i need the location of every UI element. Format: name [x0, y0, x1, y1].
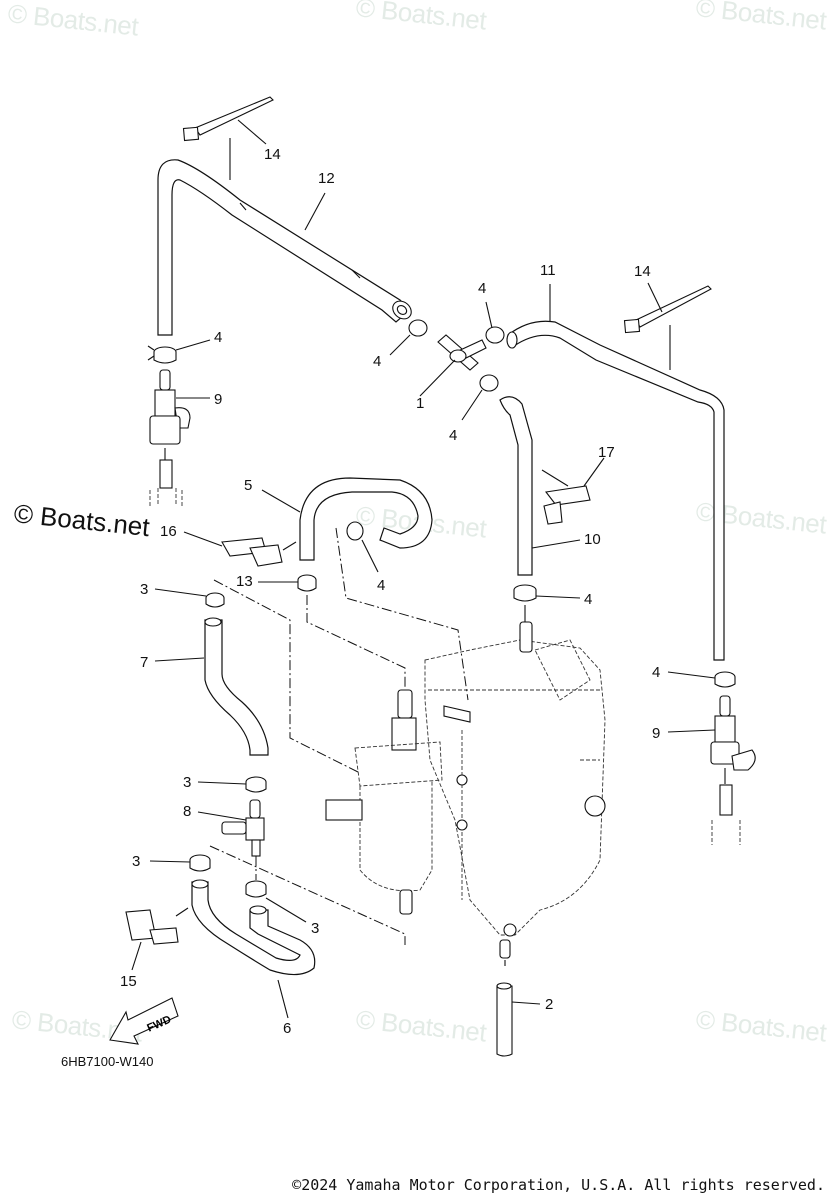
callout-3-a[interactable]: 3	[140, 581, 149, 598]
clip-17[interactable]	[541, 457, 605, 525]
callout-3-c[interactable]: 3	[132, 853, 141, 870]
clip-15[interactable]	[125, 907, 189, 971]
hose-11[interactable]	[506, 284, 725, 661]
clamp-4-d[interactable]	[513, 584, 581, 622]
callout-10[interactable]: 10	[584, 531, 601, 548]
joint-9-left[interactable]	[149, 369, 210, 506]
callout-4-c[interactable]: 4	[449, 427, 458, 444]
callout-13[interactable]: 13	[236, 573, 253, 590]
callout-4-a[interactable]: 4	[373, 353, 382, 370]
pipe-2[interactable]	[496, 982, 541, 1057]
clip-16[interactable]	[183, 531, 297, 567]
leader-line-5	[335, 527, 469, 701]
callout-4-f[interactable]: 4	[377, 577, 386, 594]
callout-4-d[interactable]: 4	[584, 591, 593, 608]
cable-tie-14-right[interactable]	[623, 282, 712, 370]
clamp-4-f[interactable]	[346, 521, 379, 573]
fuel-filter-assembly[interactable]	[325, 621, 606, 966]
callout-4-e[interactable]: 4	[652, 664, 661, 681]
joint-8[interactable]	[197, 799, 265, 880]
joint-1[interactable]	[419, 334, 487, 397]
clamp-4-a[interactable]	[389, 319, 428, 356]
callout-1[interactable]: 1	[416, 395, 425, 412]
copyright-notice: ©2024 Yamaha Motor Corporation, U.S.A. A…	[292, 1176, 825, 1194]
callout-5[interactable]: 5	[244, 477, 253, 494]
leader-line-3-top	[213, 579, 359, 773]
hose-12[interactable]	[157, 159, 415, 336]
callout-7[interactable]: 7	[140, 654, 149, 671]
callout-14-right[interactable]: 14	[634, 263, 651, 280]
callout-4-left[interactable]: 4	[214, 329, 223, 346]
callout-17[interactable]: 17	[598, 444, 615, 461]
callout-9-left[interactable]: 9	[214, 391, 223, 408]
callout-12[interactable]: 12	[318, 170, 335, 187]
leader-line-3-bottom	[209, 845, 406, 945]
callout-4-b[interactable]: 4	[478, 280, 487, 297]
hose-6[interactable]	[191, 879, 316, 1019]
clamp-4-b[interactable]	[485, 301, 505, 344]
hose-5[interactable]	[261, 477, 433, 561]
clamp-3-d[interactable]	[245, 880, 307, 923]
clamp-4-left[interactable]	[147, 339, 211, 364]
callout-9-right[interactable]: 9	[652, 725, 661, 742]
hose-10[interactable]	[499, 396, 581, 576]
fwd-arrow-icon: FWD	[109, 997, 179, 1045]
clamp-3-b[interactable]	[197, 776, 267, 793]
callout-15[interactable]: 15	[120, 973, 137, 990]
diagram-code: 6HB7100-W140	[61, 1054, 154, 1069]
callout-3-d[interactable]: 3	[311, 920, 320, 937]
callout-6[interactable]: 6	[283, 1020, 292, 1037]
cable-tie-14-left[interactable]	[182, 96, 274, 180]
callout-14-left[interactable]: 14	[264, 146, 281, 163]
callout-2[interactable]: 2	[545, 996, 554, 1013]
clamp-3-a[interactable]	[154, 588, 225, 608]
joint-9-right[interactable]	[667, 695, 756, 845]
callout-3-b[interactable]: 3	[183, 774, 192, 791]
clamp-3-c[interactable]	[149, 854, 211, 872]
clamp-4-c[interactable]	[461, 374, 499, 421]
clamp-4-e[interactable]	[667, 671, 736, 688]
callout-8[interactable]: 8	[183, 803, 192, 820]
hose-7[interactable]	[154, 617, 269, 756]
callout-11[interactable]: 11	[540, 262, 556, 279]
callout-16[interactable]: 16	[160, 523, 177, 540]
clamp-13[interactable]	[258, 574, 406, 690]
